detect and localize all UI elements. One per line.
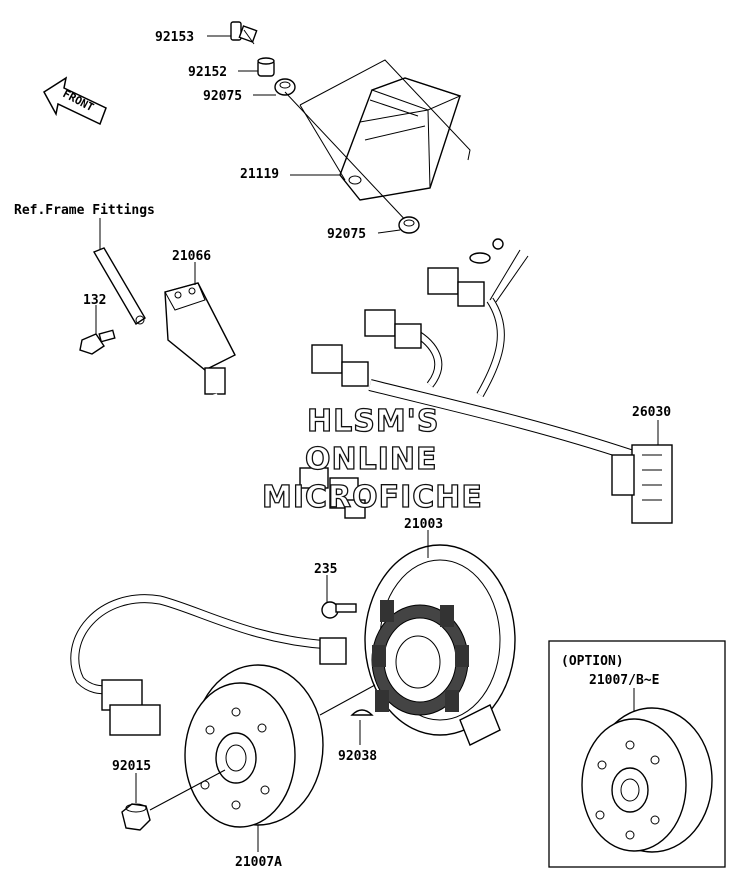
stator-21003 [364,544,516,746]
label-92075-top: 92075 [203,89,242,104]
rotor-21007-b-e [581,707,713,853]
label-ref-frame-fittings: Ref.Frame Fittings [14,203,155,218]
watermark-line-2: ONLINE [305,442,438,477]
grommet-92075-top [274,78,296,96]
label-92075-bottom: 92075 [327,227,366,242]
cdi-unit-21066 [164,282,366,519]
label-235: 235 [314,562,337,577]
frame-bracket [92,247,146,325]
bolt-235 [321,601,357,619]
label-21003: 21003 [404,517,443,532]
bolt-92153 [230,21,258,45]
nut-92015 [121,803,151,831]
label-21007a: 21007A [235,855,282,870]
watermark-line-3: MICROFICHE [262,480,483,515]
label-21066: 21066 [172,249,211,264]
label-92015: 92015 [112,759,151,774]
wire-harness-26030 [311,238,673,524]
option-box: (OPTION) 21007/B~E [548,640,726,868]
regulator-21119 [339,77,462,201]
rotor-21007a [184,664,324,828]
front-arrow: FRONT [43,76,107,126]
label-92152: 92152 [188,65,227,80]
label-26030: 26030 [632,405,671,420]
bolt-132 [79,329,116,355]
label-option: (OPTION) [561,654,624,669]
woodruff-key-92038 [350,709,374,716]
label-132: 132 [83,293,106,308]
watermark: HLSM'S ONLINE MICROFICHE [261,403,483,515]
stator-connector [101,637,347,736]
collar-92152 [257,57,275,77]
grommet-92075-bottom [398,216,420,234]
label-21007-b-e: 21007/B~E [589,673,659,688]
label-21119: 21119 [240,167,279,182]
watermark-line-1: HLSM'S [307,404,439,439]
label-92153: 92153 [155,30,194,45]
label-92038: 92038 [338,749,377,764]
